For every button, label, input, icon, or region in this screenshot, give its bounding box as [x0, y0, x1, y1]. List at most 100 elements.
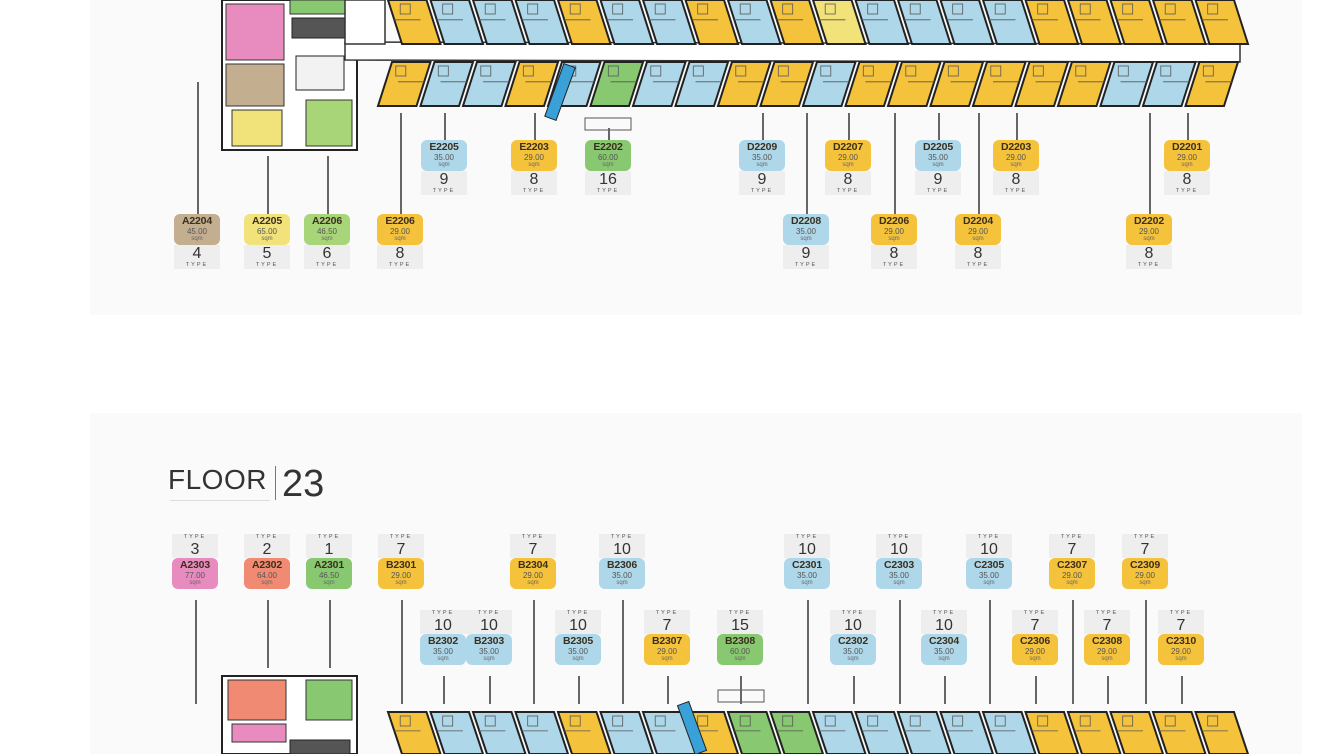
unit-code: D2201 [1172, 141, 1202, 153]
unit-tag-b2305[interactable]: TYPE 10 B2305 35.00 sqm [555, 610, 601, 665]
f22-upper-unit [981, 0, 1037, 45]
type-block: TYPE 10 [466, 610, 512, 634]
unit-tag-c2310[interactable]: TYPE 7 C2310 29.00 sqm [1158, 610, 1204, 665]
type-word: TYPE [1137, 261, 1161, 268]
leader-line [1107, 676, 1109, 704]
unit-tag-a2205[interactable]: A2205 65.00 sqm 5 TYPE [244, 214, 290, 269]
type-number: 7 [396, 541, 406, 558]
type-block: 4 TYPE [174, 244, 220, 269]
leader-line [989, 600, 991, 704]
unit-color-box: B2301 29.00 sqm [378, 558, 424, 589]
unit-tag-a2301[interactable]: TYPE 1 A2301 46.50 sqm [306, 534, 352, 589]
unit-color-box: D2208 35.00 sqm [783, 214, 829, 245]
type-word: TYPE [566, 610, 590, 616]
unit-tag-e2205[interactable]: E2205 35.00 sqm 9 TYPE [421, 140, 467, 195]
unit-tag-b2303[interactable]: TYPE 10 B2303 35.00 sqm [466, 610, 512, 665]
unit-tag-b2307[interactable]: TYPE 7 B2307 29.00 sqm [644, 610, 690, 665]
f22-upper-unit [1066, 0, 1122, 45]
f23-pink-unit [231, 723, 287, 743]
unit-tag-a2303[interactable]: TYPE 3 A2303 77.00 sqm [172, 534, 218, 589]
unit-tag-d2206[interactable]: D2206 29.00 sqm 8 TYPE [871, 214, 917, 269]
unit-area: 29.00 [883, 226, 905, 236]
f22-lower-room [1032, 65, 1044, 77]
unit-tag-d2203[interactable]: D2203 29.00 sqm 8 TYPE [993, 140, 1039, 195]
type-word: TYPE [1169, 610, 1193, 616]
unit-tag-b2306[interactable]: TYPE 10 B2306 35.00 sqm [599, 534, 645, 589]
unit-tag-c2301[interactable]: TYPE 10 C2301 35.00 sqm [784, 534, 830, 589]
type-number: 10 [844, 617, 862, 634]
unit-tag-b2304[interactable]: TYPE 7 B2304 29.00 sqm [510, 534, 556, 589]
f22-upper-room [1037, 3, 1049, 15]
f22-upper-unit [556, 0, 612, 45]
f22-lower-unit [589, 61, 645, 107]
unit-tag-a2302[interactable]: TYPE 2 A2302 64.00 sqm [244, 534, 290, 589]
unit-tag-d2201[interactable]: D2201 29.00 sqm 8 TYPE [1164, 140, 1210, 195]
unit-measure: sqm [572, 655, 584, 662]
f22-lower-unit [929, 61, 985, 107]
type-word: TYPE [255, 261, 279, 268]
leader-line [197, 82, 199, 214]
f22-lower-room [1202, 65, 1214, 77]
type-number: 10 [935, 617, 953, 634]
type-word: TYPE [836, 187, 860, 194]
leader-line [1035, 676, 1037, 704]
type-word: TYPE [388, 261, 412, 268]
f22-balcony-blue [544, 62, 576, 122]
unit-tag-c2307[interactable]: TYPE 7 C2307 29.00 sqm [1049, 534, 1095, 589]
unit-area: 45.00 [186, 226, 208, 236]
f23-upper-room [867, 715, 879, 727]
unit-measure: sqm [1175, 655, 1187, 662]
unit-tag-b2302[interactable]: TYPE 10 B2302 35.00 sqm [420, 610, 466, 665]
leader-line [762, 113, 764, 140]
unit-tag-c2302[interactable]: TYPE 10 C2302 35.00 sqm [830, 610, 876, 665]
unit-tag-e2203[interactable]: E2203 29.00 sqm 8 TYPE [511, 140, 557, 195]
f22-lower-room [480, 65, 492, 77]
unit-measure: sqm [842, 161, 854, 168]
f23-upper-room [994, 715, 1006, 727]
f22-upper-unit [939, 0, 995, 45]
unit-tag-d2209[interactable]: D2209 35.00 sqm 9 TYPE [739, 140, 785, 195]
f22-upper-room [1079, 3, 1091, 15]
unit-tag-e2202[interactable]: E2202 60.00 sqm 16 TYPE [585, 140, 631, 195]
unit-tag-a2204[interactable]: A2204 45.00 sqm 4 TYPE [174, 214, 220, 269]
unit-tag-d2208[interactable]: D2208 35.00 sqm 9 TYPE [783, 214, 829, 269]
unit-tag-c2309[interactable]: TYPE 7 C2309 29.00 sqm [1122, 534, 1168, 589]
unit-measure: sqm [189, 579, 201, 586]
type-block: TYPE 7 [644, 610, 690, 634]
type-block: TYPE 10 [420, 610, 466, 634]
f22-upper-room [867, 3, 879, 15]
unit-tag-b2308[interactable]: TYPE 15 B2308 60.00 sqm [717, 610, 763, 665]
f22-lower-room [947, 65, 959, 77]
unit-area: 29.00 [837, 152, 859, 162]
type-word: TYPE [841, 610, 865, 616]
unit-tag-e2206[interactable]: E2206 29.00 sqm 8 TYPE [377, 214, 423, 269]
f22-lower-unit [461, 61, 517, 107]
f23-upper-unit [1024, 711, 1080, 754]
type-number: 16 [599, 170, 617, 188]
unit-tag-c2305[interactable]: TYPE 10 C2305 35.00 sqm [966, 534, 1012, 589]
unit-measure: sqm [527, 579, 539, 586]
unit-color-box: B2304 29.00 sqm [510, 558, 556, 589]
unit-tag-c2308[interactable]: TYPE 7 C2308 29.00 sqm [1084, 610, 1130, 665]
f23-upper-unit [1066, 711, 1122, 754]
type-block: 8 TYPE [993, 170, 1039, 195]
type-word: TYPE [882, 261, 906, 268]
leader-line [853, 676, 855, 704]
unit-color-box: B2306 35.00 sqm [599, 558, 645, 589]
unit-measure: sqm [938, 655, 950, 662]
unit-tag-d2204[interactable]: D2204 29.00 sqm 8 TYPE [955, 214, 1001, 269]
type-number: 7 [1030, 617, 1040, 634]
unit-measure: sqm [1101, 655, 1113, 662]
unit-tag-a2206[interactable]: A2206 46.50 sqm 6 TYPE [304, 214, 350, 269]
unit-tag-d2207[interactable]: D2207 29.00 sqm 8 TYPE [825, 140, 871, 195]
unit-tag-c2304[interactable]: TYPE 10 C2304 35.00 sqm [921, 610, 967, 665]
unit-tag-c2303[interactable]: TYPE 10 C2303 35.00 sqm [876, 534, 922, 589]
f22-upper-unit [896, 0, 952, 45]
unit-tag-d2205[interactable]: D2205 35.00 sqm 9 TYPE [915, 140, 961, 195]
leader-line [267, 156, 269, 214]
unit-tag-b2301[interactable]: TYPE 7 B2301 29.00 sqm [378, 534, 424, 589]
unit-color-box: E2203 29.00 sqm [511, 140, 557, 171]
unit-tag-c2306[interactable]: TYPE 7 C2306 29.00 sqm [1012, 610, 1058, 665]
unit-tag-d2202[interactable]: D2202 29.00 sqm 8 TYPE [1126, 214, 1172, 269]
type-word: TYPE [655, 610, 679, 616]
